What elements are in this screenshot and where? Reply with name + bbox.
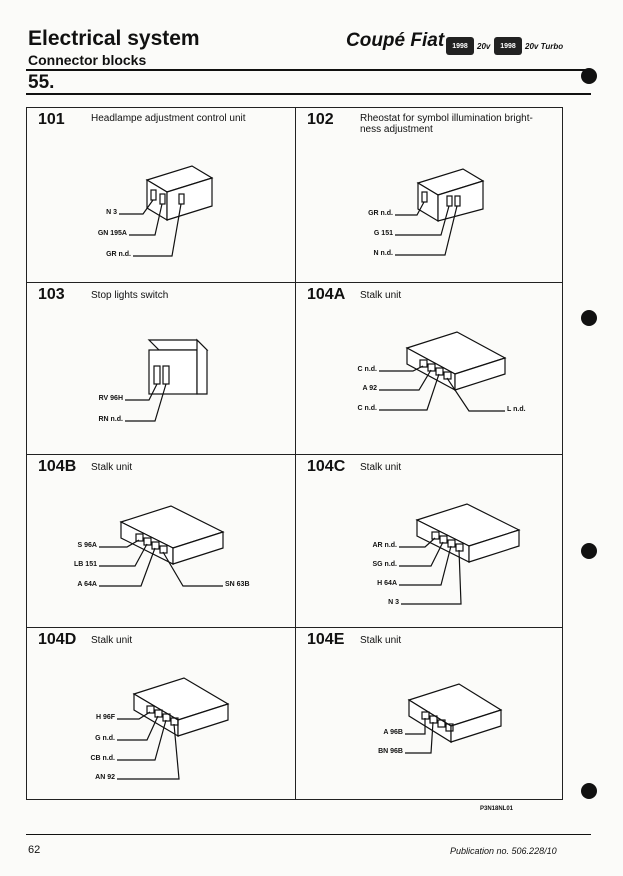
panel-104C-number: 104C: [307, 458, 346, 475]
wire-label: N 3: [106, 209, 117, 216]
brand-name: Coupé Fiat: [346, 30, 445, 51]
wire-label: BN 96B: [378, 748, 403, 755]
wire-label: C n.d.: [357, 405, 377, 412]
panel-101-description: Headlampe adjustment control unit: [91, 113, 246, 124]
connector-102-drawing: [395, 168, 485, 256]
footer-rule: [26, 834, 591, 835]
wire-label: N 3: [388, 599, 399, 606]
wire-label: H 96F: [95, 714, 115, 721]
panel-104B-number: 104B: [38, 458, 77, 475]
section-number: 55.: [28, 72, 55, 93]
section-rule: [26, 93, 591, 95]
wire-label: AR n.d.: [372, 542, 398, 549]
wire-label: SG n.d.: [372, 561, 398, 568]
panel-103-number: 103: [38, 286, 65, 303]
wire-label: GR n.d.: [106, 251, 131, 258]
badge-label-1: 20v: [477, 42, 491, 51]
panel-101-number: 101: [38, 111, 65, 128]
panel-104A-description: Stalk unit: [360, 290, 402, 301]
header-rule: [26, 69, 591, 71]
page-number: 62: [28, 844, 41, 856]
connector-101-drawing: [119, 165, 214, 257]
publication-number: Publication no. 506.228/10: [450, 846, 557, 856]
badge-label-2: 20v Turbo: [525, 42, 564, 51]
year-badge-1: 1998: [446, 37, 474, 55]
panel-104C-description: Stalk unit: [360, 462, 402, 473]
wire-label: CB n.d.: [90, 755, 116, 762]
drawing-code: P3N18NL01: [480, 806, 514, 812]
panel-104A-number: 104A: [307, 286, 346, 303]
wire-label: G n.d.: [95, 735, 115, 742]
panel-102-number: 102: [307, 111, 334, 128]
wire-label: A 92: [362, 385, 377, 392]
panel-104D-number: 104D: [38, 631, 77, 648]
binder-hole: [581, 310, 597, 326]
wire-label: A 64A: [77, 581, 97, 588]
connector-104E-drawing: [405, 683, 503, 754]
grid-divider-row-2: [27, 454, 562, 455]
grid-divider-row-3: [27, 627, 562, 628]
wire-label: G 151: [373, 230, 393, 237]
panel-104E-description: Stalk unit: [360, 635, 402, 646]
panel-102-description: Rheostat for symbol illumination bright-…: [360, 113, 533, 135]
wire-label: GR n.d.: [368, 210, 393, 217]
connector-104D-drawing: [117, 677, 230, 780]
grid-divider-vertical: [295, 108, 296, 799]
binder-hole: [581, 783, 597, 799]
wire-label: A 96B: [383, 729, 403, 736]
panel-104D-description: Stalk unit: [91, 635, 133, 646]
wire-label: S 96A: [77, 542, 97, 549]
wire-label: LB 151: [74, 561, 97, 568]
wire-label: C n.d.: [357, 366, 377, 373]
connector-103-drawing: [125, 338, 209, 422]
panel-104E-number: 104E: [307, 631, 345, 648]
wire-label: AN 92: [95, 774, 115, 781]
page-subtitle: Connector blocks: [28, 52, 147, 68]
grid-divider-row-1: [27, 282, 562, 283]
connector-104B-drawing: [99, 505, 225, 587]
wire-label: RV 96H: [98, 395, 123, 402]
wire-label: L n.d.: [507, 406, 526, 413]
binder-hole: [581, 543, 597, 559]
connector-104A-drawing: [379, 331, 507, 412]
wire-label: SN 63B: [225, 581, 250, 588]
connector-drawings: [99, 165, 521, 780]
wire-label: N n.d.: [373, 250, 393, 257]
wire-label: GN 195A: [97, 230, 127, 237]
wire-label: H 64A: [377, 580, 397, 587]
year-badge-2: 1998: [494, 37, 522, 55]
connector-grid: 101 Headlampe adjustment control unit N …: [26, 107, 563, 800]
connector-104C-drawing: [399, 503, 521, 605]
panel-104B-description: Stalk unit: [91, 462, 133, 473]
binder-hole: [581, 68, 597, 84]
panel-103-description: Stop lights switch: [91, 290, 169, 301]
page-title: Electrical system: [28, 27, 200, 50]
wire-label: RN n.d.: [98, 416, 124, 423]
